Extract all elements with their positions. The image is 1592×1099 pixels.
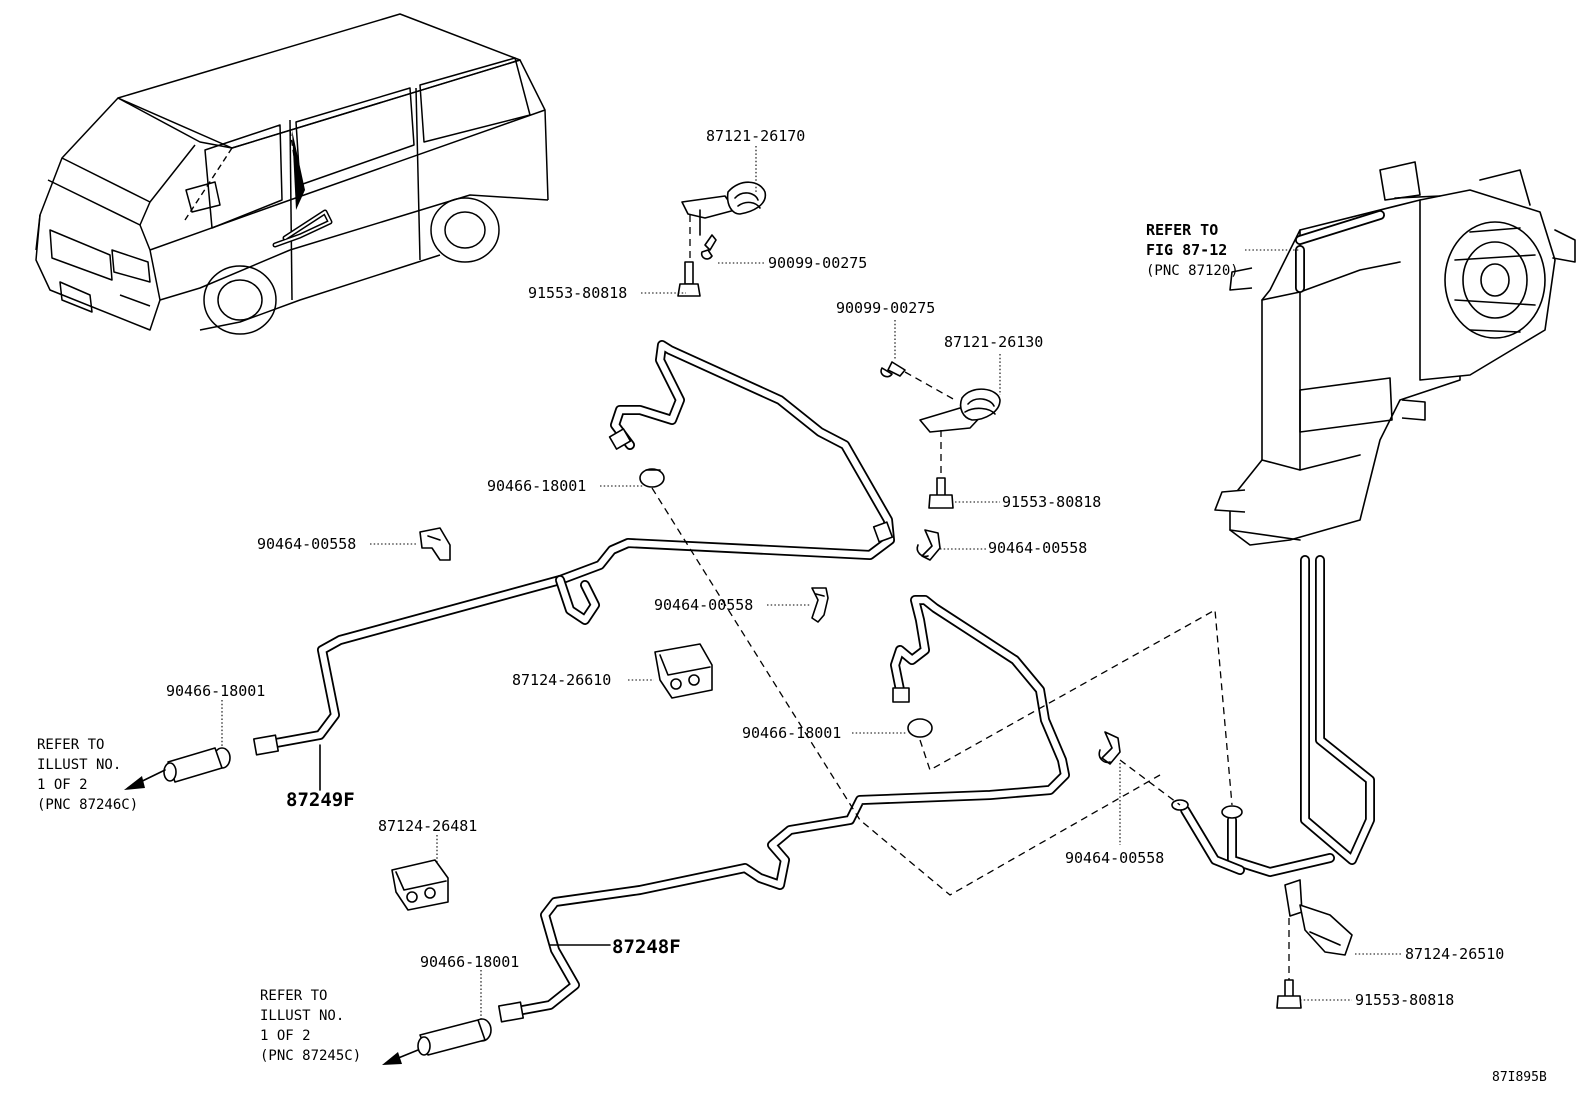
bracket-87121-26170 — [681, 181, 767, 236]
label-90464-00558-a: 90464-00558 — [257, 535, 356, 553]
svg-text:ILLUST NO.: ILLUST NO. — [260, 1008, 344, 1024]
label-91553-80818-b: 91553-80818 — [1002, 493, 1101, 511]
hose-87248f — [497, 595, 1070, 1023]
label-90466-18001-c: 90466-18001 — [742, 724, 841, 742]
svg-text:(PNC 87120): (PNC 87120) — [1146, 263, 1239, 279]
svg-text:FIG 87-12: FIG 87-12 — [1146, 241, 1227, 259]
bolt-91553-80818-c — [1276, 979, 1302, 1009]
clamp-90466-18001-c — [907, 718, 933, 738]
clamp-90466-18001-d — [417, 1018, 492, 1056]
screw-90099-00275-a — [700, 234, 717, 260]
label-87121-26130: 87121-26130 — [944, 333, 1043, 351]
clip-90464-00558-a — [419, 527, 451, 561]
clamp-block-87124-26610 — [654, 643, 713, 699]
label-90466-18001-d: 90466-18001 — [420, 953, 519, 971]
label-87124-26510: 87124-26510 — [1405, 945, 1504, 963]
svg-text:REFER TO: REFER TO — [1146, 221, 1218, 239]
label-90464-00558-d: 90464-00558 — [1065, 849, 1164, 867]
svg-text:ILLUST NO.: ILLUST NO. — [37, 757, 121, 773]
label-91553-80818-a: 91553-80818 — [528, 284, 627, 302]
svg-text:(PNC 87246C): (PNC 87246C) — [37, 797, 138, 813]
bolt-91553-80818-a — [677, 261, 701, 297]
clamp-87124-26510 — [1284, 879, 1353, 956]
clip-90464-00558-c — [811, 587, 829, 623]
svg-text:REFER TO: REFER TO — [37, 737, 104, 753]
clamp-90466-18001-a — [639, 468, 665, 488]
label-87121-26170: 87121-26170 — [706, 127, 805, 145]
clamp-90466-18001-b — [163, 747, 231, 783]
screw-90099-00275-b — [880, 361, 906, 378]
label-87249F: 87249F — [286, 789, 355, 811]
bracket-87121-26130 — [919, 388, 1001, 433]
label-87124-26481: 87124-26481 — [378, 817, 477, 835]
svg-text:(PNC 87245C): (PNC 87245C) — [260, 1048, 361, 1064]
label-91553-80818-c: 91553-80818 — [1355, 991, 1454, 1009]
label-90466-18001-a: 90466-18001 — [487, 477, 586, 495]
svg-text:1 OF 2: 1 OF 2 — [37, 777, 88, 793]
rear-heater-unit — [1171, 161, 1576, 877]
label-90464-00558-c: 90464-00558 — [654, 596, 753, 614]
label-90466-18001-b: 90466-18001 — [166, 682, 265, 700]
leader-lines — [221, 146, 1402, 1020]
clip-90464-00558-b — [916, 529, 941, 561]
hose-87249f — [252, 340, 895, 756]
diagram-code: 87I895B — [1492, 1070, 1547, 1085]
bolt-91553-80818-b — [928, 477, 954, 509]
label-90099-00275-b: 90099-00275 — [836, 299, 935, 317]
label-87124-26610: 87124-26610 — [512, 671, 611, 689]
clamp-block-87124-26481 — [391, 859, 449, 911]
ref-illust-lower: REFER TO ILLUST NO. 1 OF 2 (PNC 87245C) — [260, 988, 361, 1064]
ref-illust-upper: REFER TO ILLUST NO. 1 OF 2 (PNC 87246C) — [37, 737, 138, 813]
svg-text:REFER TO: REFER TO — [260, 988, 327, 1004]
label-90464-00558-b: 90464-00558 — [988, 539, 1087, 557]
svg-text:1 OF 2: 1 OF 2 — [260, 1028, 311, 1044]
label-87248F: 87248F — [612, 936, 681, 958]
van-illustration — [35, 13, 549, 335]
clip-90464-00558-d — [1098, 731, 1121, 765]
label-90099-00275-a: 90099-00275 — [768, 254, 867, 272]
ref-fig-87-12: REFER TO FIG 87-12 (PNC 87120) — [1146, 221, 1239, 279]
